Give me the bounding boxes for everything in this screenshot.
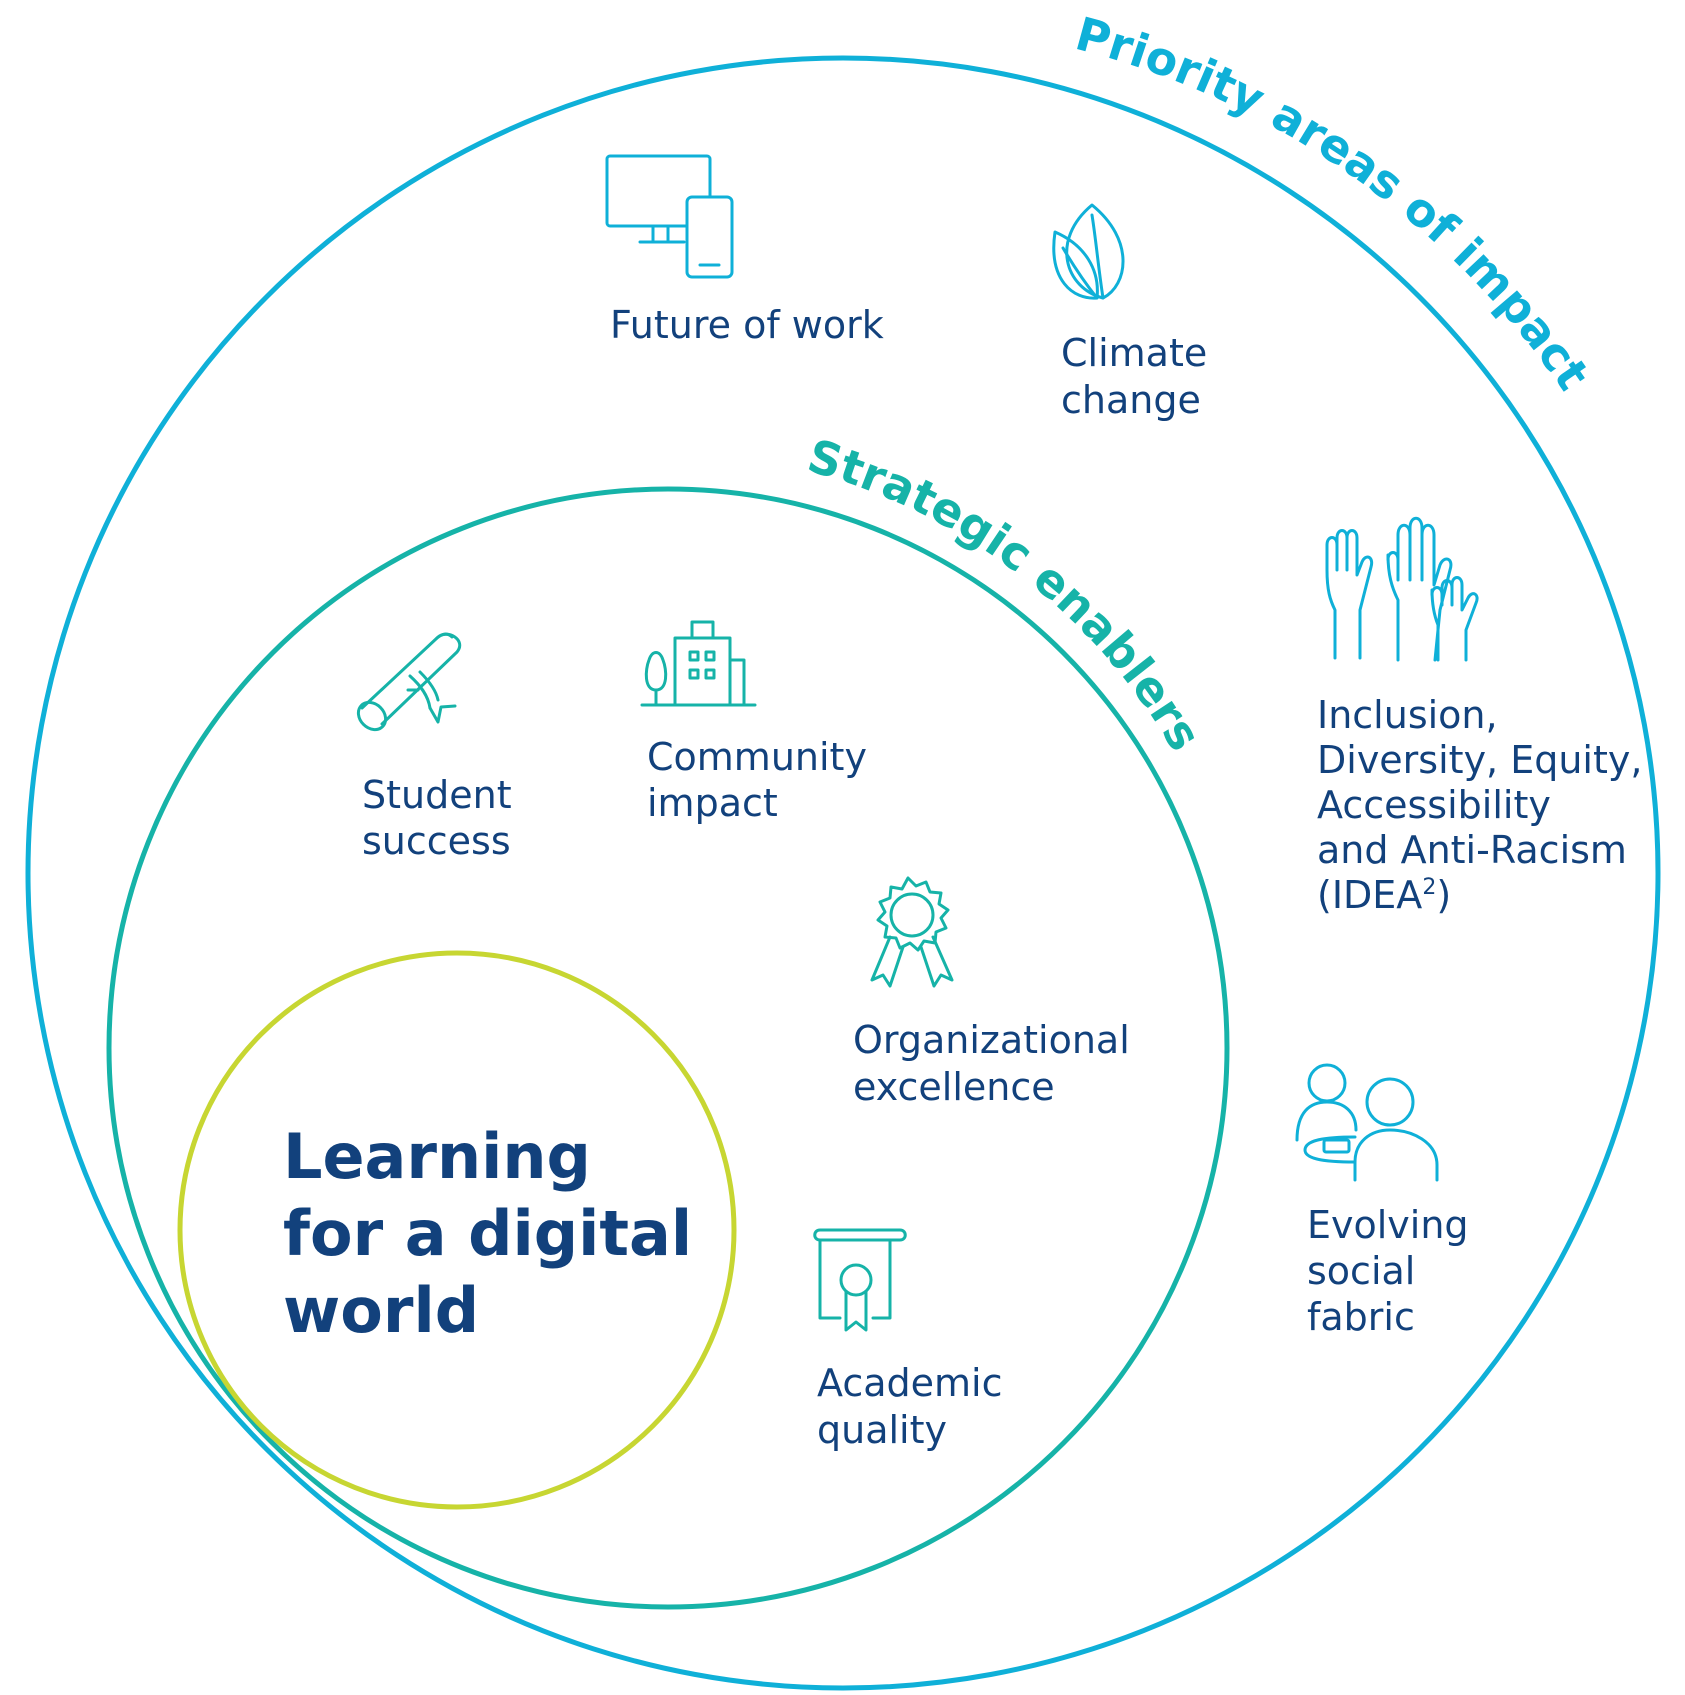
building-tree-icon xyxy=(640,620,757,707)
leaves-icon xyxy=(1052,203,1125,300)
future-of-work-label: Future of work xyxy=(610,303,884,347)
academic-quality-label: Academic quality xyxy=(817,1361,1015,1452)
social-fabric-label: Evolving social fabric xyxy=(1307,1203,1481,1339)
certificate-icon xyxy=(813,1228,907,1332)
student-success-label: Student success xyxy=(362,773,524,863)
climate-change-label: Climate change xyxy=(1061,331,1219,422)
org-excellence-label: Organizational excellence xyxy=(853,1018,1142,1109)
idea-label: Inclusion, Diversity, Equity, Accessibil… xyxy=(1317,693,1655,917)
community-impact-label: Community impact xyxy=(647,735,879,825)
core-ring xyxy=(177,950,737,1510)
monitor-phone-icon xyxy=(605,154,734,279)
award-rosette-icon xyxy=(870,876,954,988)
raised-hands-icon xyxy=(1325,516,1479,662)
inner-ring xyxy=(106,486,1230,1610)
diploma-scroll-icon xyxy=(356,632,461,732)
outer-ring xyxy=(25,55,1661,1691)
inner-ring-title: Strategic enablers xyxy=(802,428,1212,759)
people-table-icon xyxy=(1295,1063,1439,1182)
core-title: Learning for a digital world xyxy=(283,1120,714,1347)
